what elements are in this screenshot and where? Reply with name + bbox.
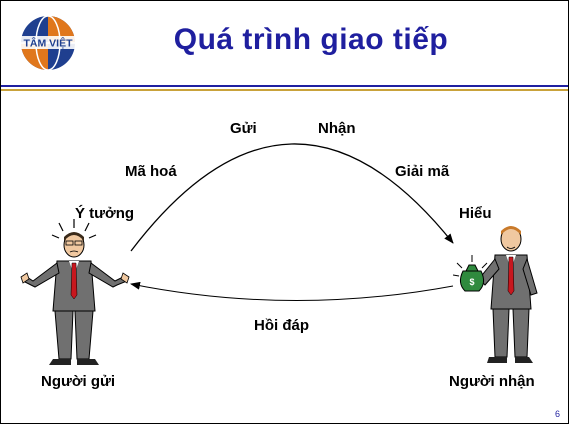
feedback-arrow [130, 281, 454, 302]
logo-text: TÂM VIỆT [24, 37, 74, 50]
businessman-with-money-bag-icon: $ [453, 226, 538, 363]
label-encode: Mã hoá [125, 163, 177, 180]
message-arc-arrow [130, 143, 454, 252]
label-feedback: Hồi đáp [254, 317, 309, 334]
globe-logo-icon [13, 15, 83, 71]
title-rule-gold [1, 89, 568, 91]
label-sender: Người gửi [41, 373, 116, 390]
slide-title: Quá trình giao tiếp [173, 23, 449, 56]
logo: TÂM VIỆT [13, 15, 83, 71]
page-number: 6 [554, 409, 560, 419]
label-send: Gửi [230, 120, 257, 137]
title-rule-blue [1, 85, 568, 87]
label-understand: Hiểu [459, 205, 492, 222]
label-receiver: Người nhận [449, 373, 535, 390]
confused-businessman-icon [20, 219, 130, 365]
label-idea: Ý tưởng [75, 205, 135, 222]
svg-text:$: $ [469, 277, 474, 287]
label-receive: Nhận [318, 120, 356, 137]
money-bag-icon: $ [453, 255, 488, 292]
label-decode: Giải mã [395, 163, 450, 180]
